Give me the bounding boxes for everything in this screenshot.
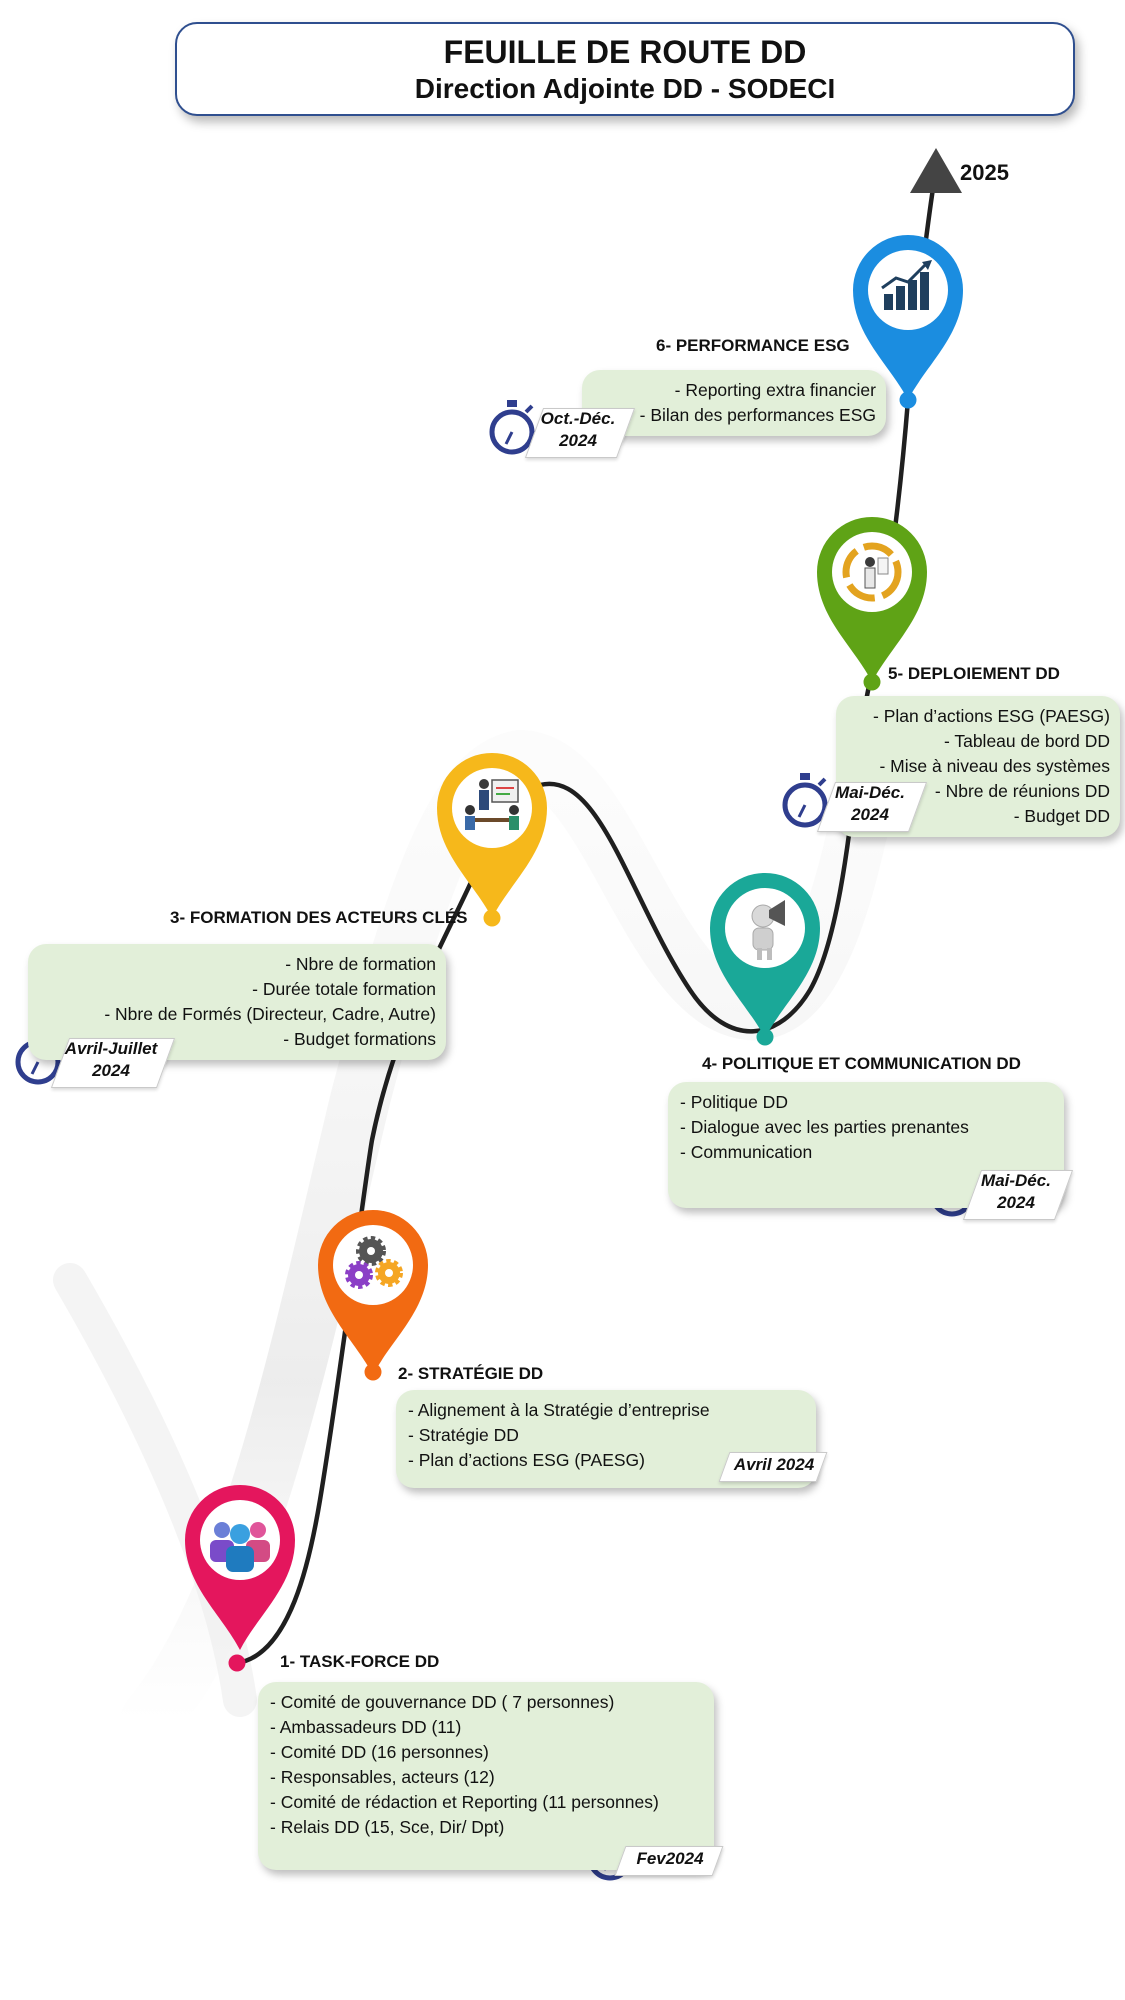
stage-4-card: - Politique DD - Dialogue avec les parti… (668, 1082, 1064, 1208)
stage-4-title: 4- POLITIQUE ET COMMUNICATION DD (702, 1054, 1021, 1073)
list-item: - Dialogue avec les parties prenantes (680, 1117, 969, 1137)
stage-5-title: 5- DEPLOIEMENT DD (888, 664, 1060, 683)
stage-pin-1 (185, 1484, 295, 1650)
stage-pin-3 (437, 752, 547, 918)
stage-1-card: - Comité de gouvernance DD ( 7 personnes… (258, 1682, 714, 1870)
list-item: - Budget formations (283, 1029, 436, 1049)
stopwatch-icon (782, 773, 828, 828)
stage-6-card: - Reporting extra financier - Bilan des … (582, 370, 886, 436)
stage-6-title: 6- PERFORMANCE ESG (656, 336, 850, 355)
list-item: - Politique DD (680, 1092, 788, 1112)
list-item: - Relais DD (15, Sce, Dir/ Dpt) (270, 1817, 505, 1837)
list-item: - Mise à niveau des systèmes (879, 756, 1110, 776)
stage-pin-6 (853, 234, 963, 400)
stage-2-date: Avril 2024 (718, 1452, 828, 1482)
list-item: - Durée totale formation (252, 979, 436, 999)
growth-chart-icon (881, 260, 932, 310)
list-item: - Reporting extra financier (674, 380, 876, 400)
stage-4-date: Mai-Déc. 2024 (962, 1170, 1074, 1220)
list-item: - Ambassadeurs DD (11) (270, 1717, 462, 1737)
training-icon (465, 779, 519, 830)
list-item: - Plan d’actions ESG (PAESG) (873, 706, 1110, 726)
end-year-label: 2025 (960, 160, 1009, 185)
stage-pin-2 (318, 1209, 428, 1375)
list-item: - Bilan des performances ESG (639, 405, 876, 425)
stage-pin-5 (817, 516, 927, 682)
list-item: - Comité DD (16 personnes) (270, 1742, 489, 1762)
list-item: - Responsables, acteurs (12) (270, 1767, 495, 1787)
list-item: - Stratégie DD (408, 1425, 519, 1445)
stage-5-card: - Plan d’actions ESG (PAESG) - Tableau d… (836, 696, 1120, 837)
stage-1-title: 1- TASK-FORCE DD (280, 1652, 440, 1671)
team-icon (210, 1522, 270, 1572)
list-item: - Nbre de formation (285, 954, 436, 974)
stage-3-title: 3- FORMATION DES ACTEURS CLÉS (170, 908, 468, 927)
stage-3-date: Avril-Juillet 2024 (50, 1038, 176, 1088)
gears-icon (345, 1236, 403, 1289)
list-item: - Alignement à la Stratégie d’entreprise (408, 1400, 710, 1420)
stopwatch-icon (489, 400, 535, 455)
list-item: - Nbre de réunions DD (934, 781, 1110, 801)
title-banner: FEUILLE DE ROUTE DD Direction Adjointe D… (175, 22, 1075, 116)
page-title: FEUILLE DE ROUTE DD (443, 34, 807, 70)
list-item: - Budget DD (1013, 806, 1110, 826)
stage-dot-1 (228, 1654, 246, 1672)
stage-6-date: Oct.-Déc. 2024 (524, 408, 636, 458)
stage-2-title: 2- STRATÉGIE DD (398, 1364, 544, 1383)
stage-pin-4 (710, 872, 820, 1038)
background-swoosh-left (53, 1263, 257, 1717)
list-item: - Plan d’actions ESG (PAESG) (408, 1450, 645, 1470)
deployment-icon (842, 542, 902, 602)
arrow-head (910, 148, 962, 193)
stage-1-date: Fev2024 (614, 1846, 724, 1876)
list-item: - Communication (680, 1142, 813, 1162)
list-item: - Nbre de Formés (Directeur, Cadre, Autr… (104, 1004, 436, 1024)
stage-5-date: Mai-Déc. 2024 (816, 782, 928, 832)
list-item: - Tableau de bord DD (943, 731, 1110, 751)
list-item: - Comité de rédaction et Reporting (11 p… (270, 1792, 659, 1812)
megaphone-icon (751, 900, 785, 960)
page-subtitle: Direction Adjointe DD - SODECI (414, 73, 836, 104)
list-item: - Comité de gouvernance DD ( 7 personnes… (270, 1692, 615, 1712)
